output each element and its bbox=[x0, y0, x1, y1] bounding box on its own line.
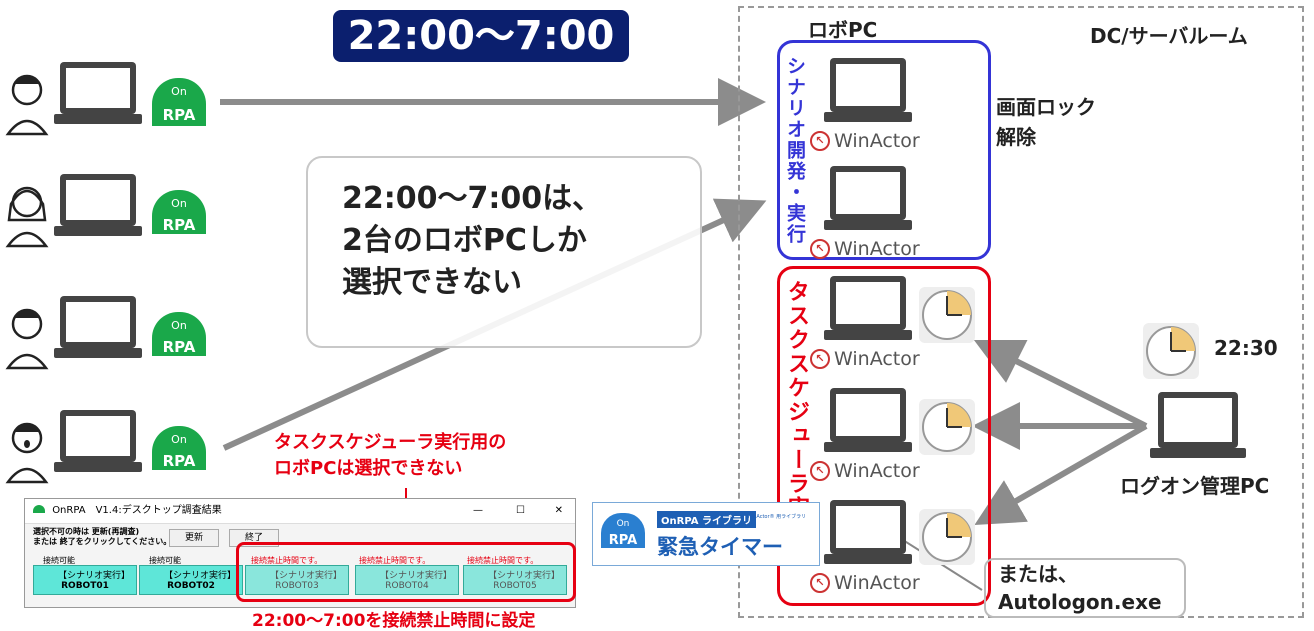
bottom-note: 22:00〜7:00を接続禁止時間に設定 bbox=[252, 611, 536, 631]
user-row-2: On RPA bbox=[0, 168, 210, 252]
arrow-logon-to-robo5 bbox=[974, 423, 1148, 525]
notice-text: タスクスケジューラ実行用の ロボPCは選択できない bbox=[274, 432, 507, 479]
timer-title: 緊急タイマー bbox=[657, 535, 783, 559]
clock-icon bbox=[1143, 323, 1199, 379]
task-scheduler-label: タスクスケジューラ実行 bbox=[784, 280, 809, 544]
onrpa-logo: On RPA bbox=[601, 513, 645, 548]
user-row-3: On RPA bbox=[0, 290, 210, 374]
arrow-logon-to-robo3 bbox=[973, 339, 1148, 429]
screen-lock-release-label: 画面ロック 解除 bbox=[996, 95, 1096, 149]
robot-status: 接続禁止時間です。 bbox=[251, 556, 323, 565]
winactor-mark-icon: ↖ bbox=[810, 573, 830, 593]
winactor-logo: ↖WinActor bbox=[810, 460, 920, 482]
library-subtag: WinActor® 用ライブラリ bbox=[747, 514, 807, 520]
robot-status: 接続可能 bbox=[149, 556, 181, 565]
library-tag: OnRPA ライブラリ bbox=[657, 511, 756, 528]
minimize-button[interactable]: — bbox=[473, 505, 483, 516]
emergency-timer-banner: On RPA OnRPA ライブラリ WinActor® 用ライブラリ 緊急タイ… bbox=[592, 502, 820, 566]
winactor-logo: ↖WinActor bbox=[810, 238, 920, 260]
robot-button-03: 【シナリオ実行】 ROBOT03 bbox=[245, 565, 349, 595]
robot-status: 接続禁止時間です。 bbox=[359, 556, 431, 565]
blocked-robots-highlight bbox=[236, 542, 576, 602]
robot-button-02[interactable]: 【シナリオ実行】 ROBOT02 bbox=[139, 565, 243, 595]
robot-button-05: 【シナリオ実行】 ROBOT05 bbox=[463, 565, 567, 595]
clock-icon bbox=[919, 287, 975, 343]
refresh-button[interactable]: 更新 bbox=[169, 529, 219, 547]
laptop-icon bbox=[824, 58, 912, 122]
logon-pc-label: ログオン管理PC bbox=[1120, 474, 1270, 498]
maximize-button[interactable]: ☐ bbox=[516, 505, 525, 516]
winactor-mark-icon: ↖ bbox=[810, 239, 830, 259]
winactor-mark-icon: ↖ bbox=[810, 349, 830, 369]
laptop-icon bbox=[824, 166, 912, 230]
user-with-laptop-icon bbox=[5, 174, 142, 248]
logon-time: 22:30 bbox=[1214, 336, 1278, 360]
user-with-laptop-icon bbox=[5, 296, 142, 370]
onrpa-logo: On RPA bbox=[152, 190, 206, 234]
robo-pc-5: ↖WinActor bbox=[810, 496, 920, 594]
autologon-text: または、 Autologon.exe bbox=[998, 562, 1162, 614]
laptop-icon bbox=[824, 276, 912, 340]
robo-pc-3: ↖WinActor bbox=[810, 272, 920, 370]
desktop-survey-dialog: OnRPA V1.4:デスクトップ調査結果 — ☐ ✕ 選択不可の時は 更新(再… bbox=[24, 498, 576, 608]
clock-icon bbox=[919, 509, 975, 565]
user-row-4: On RPA bbox=[0, 404, 210, 488]
winactor-logo: ↖WinActor bbox=[810, 130, 920, 152]
onrpa-logo: On RPA bbox=[152, 312, 206, 356]
robo-pc-label: ロボPC bbox=[808, 18, 878, 42]
dialog-instruction: 選択不可の時は 更新(再調査) または 終了をクリックしてください。 bbox=[33, 527, 172, 546]
task-scheduler-group bbox=[777, 266, 991, 606]
callout-box bbox=[306, 156, 702, 348]
laptop-icon bbox=[824, 388, 912, 452]
winactor-mark-icon: ↖ bbox=[810, 131, 830, 151]
scenario-dev-group bbox=[777, 40, 991, 260]
robo-pc-2: ↖WinActor bbox=[810, 162, 920, 260]
user-with-laptop-icon bbox=[5, 62, 142, 136]
scenario-dev-label: シナリオ開発・実行 bbox=[784, 56, 806, 245]
laptop-icon bbox=[824, 500, 912, 564]
dialog-title: OnRPA V1.4:デスクトップ調査結果 bbox=[52, 505, 222, 516]
user-with-laptop-icon bbox=[5, 410, 142, 484]
autologon-box bbox=[984, 558, 1186, 618]
robo-pc-1: ↖WinActor bbox=[810, 54, 920, 152]
callout-text: 22:00〜7:00は、 2台のロボPCしか 選択できない bbox=[342, 181, 603, 300]
robot-button-04: 【シナリオ実行】 ROBOT04 bbox=[355, 565, 459, 595]
onrpa-logo: On RPA bbox=[152, 426, 206, 470]
app-icon bbox=[33, 505, 45, 513]
robo-pc-4: ↖WinActor bbox=[810, 384, 920, 482]
winactor-logo: ↖WinActor bbox=[810, 348, 920, 370]
onrpa-logo: On RPA bbox=[152, 78, 206, 126]
dialog-titlebar: OnRPA V1.4:デスクトップ調査結果 — ☐ ✕ bbox=[25, 499, 575, 524]
logon-laptop-icon bbox=[1150, 392, 1246, 458]
clock-icon bbox=[919, 399, 975, 455]
winactor-mark-icon: ↖ bbox=[810, 461, 830, 481]
dc-label: DC/サーバルーム bbox=[1090, 24, 1248, 48]
user-row-1: On RPA bbox=[0, 56, 210, 140]
winactor-logo: ↖WinActor bbox=[810, 572, 920, 594]
time-range-banner: 22:00〜7:00 bbox=[333, 10, 629, 62]
close-button[interactable]: ✕ bbox=[554, 505, 563, 516]
robot-button-01[interactable]: 【シナリオ実行】 ROBOT01 bbox=[33, 565, 137, 595]
robot-status: 接続禁止時間です。 bbox=[467, 556, 539, 565]
robot-status: 接続可能 bbox=[43, 556, 75, 565]
